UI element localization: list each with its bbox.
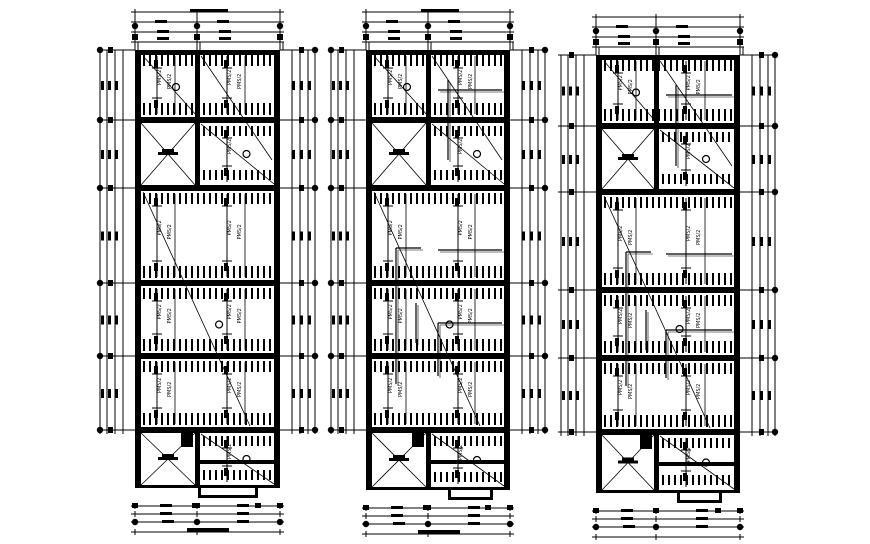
rebar-label: PMS/2	[628, 313, 634, 328]
stair-opening	[140, 122, 196, 186]
rebar-label: PMS/2	[398, 308, 404, 323]
rebar-label: PMS/2	[628, 384, 634, 399]
rebar-label: PMS/2	[696, 313, 702, 328]
rebar-label: PMS/2	[227, 139, 233, 154]
slab-span-diagonals	[373, 55, 505, 487]
beams	[596, 55, 740, 503]
rebar-label: PMS/2	[237, 382, 243, 397]
rebar-label: PMS/2	[237, 308, 243, 323]
rebar-label: PMS/2	[458, 139, 464, 154]
rebar-label: PMS/2	[458, 220, 464, 235]
rebar-label: PMS/2	[686, 309, 692, 324]
rebar-label: PMS/2	[398, 224, 404, 239]
rebar-label: PMS/2	[686, 144, 692, 159]
rebar-label: PMS/2	[468, 382, 474, 397]
rebar-label: PMS/2	[468, 308, 474, 323]
rebar-label: PMS/2	[157, 220, 163, 235]
dimension-lines-top	[592, 14, 744, 55]
slab-span-diagonals	[603, 60, 735, 490]
grid-line-markers	[327, 46, 549, 434]
stair-opening	[601, 128, 655, 190]
rebar-label: PMS/2	[696, 384, 702, 399]
rebar-label: PMS/2	[618, 75, 624, 90]
rebar-label: PMS/2	[696, 230, 702, 245]
rebar-label: PMS/2	[388, 378, 394, 393]
rebar-label: PMS/2	[227, 220, 233, 235]
dimension-lines-top	[362, 9, 514, 50]
rebar-label: PMS/2	[167, 74, 173, 89]
rebar-label: PMS/2	[157, 70, 163, 85]
dimension-lines-bottom	[592, 508, 744, 540]
rebar-label: PMS/2	[237, 224, 243, 239]
rebar-label: PMS/2	[696, 79, 702, 94]
rebar-label: PMS/2	[167, 308, 173, 323]
rebar-label: PMS/2	[618, 380, 624, 395]
rebar-label: PMS/2	[388, 70, 394, 85]
rebar-label: PMS/2	[686, 447, 692, 462]
beams	[135, 50, 280, 498]
dimension-lines-bottom	[362, 505, 514, 537]
rebar-label: PMS/2	[167, 382, 173, 397]
rebar-label: PMS/2	[227, 304, 233, 319]
rebar-label: PMS/2	[468, 74, 474, 89]
rebar-label: PMS/2	[458, 70, 464, 85]
rebar-label: PMS/2	[458, 445, 464, 460]
rebar-label: PMS/2	[458, 304, 464, 319]
secondary-beams	[625, 85, 734, 388]
rebar-label: PMS/2	[618, 309, 624, 324]
stair-opening	[371, 122, 427, 186]
rebar-label: PMS/2	[628, 79, 634, 94]
rebar-label: PMS/2	[237, 74, 243, 89]
grid-line-markers	[96, 46, 319, 434]
rebar-label: PMS/2	[157, 378, 163, 393]
rebar-label: PMS/2	[686, 380, 692, 395]
grid-line-markers	[558, 51, 779, 436]
rebar-label: PMS/2	[468, 224, 474, 239]
rebar-label: PMS/2	[398, 74, 404, 89]
rebar-label: PMS/2	[227, 378, 233, 393]
rebar-label: PMS/2	[388, 220, 394, 235]
slab-span-diagonals	[142, 55, 275, 485]
dimension-lines-top	[131, 9, 284, 50]
rebar-label: PMS/2	[628, 230, 634, 245]
rebar-label: PMS/2	[618, 226, 624, 241]
rebar-label: PMS/2	[686, 75, 692, 90]
rebar-label: PMS/2	[227, 444, 233, 459]
secondary-beams	[395, 80, 504, 386]
rebar-label: PMS/2	[167, 224, 173, 239]
rebar-label: PMS/2	[686, 226, 692, 241]
rebar-label: PMS/2	[398, 382, 404, 397]
dimension-lines-bottom	[131, 503, 284, 535]
rebar-label: PMS/2	[388, 304, 394, 319]
rebar-label: PMS/2	[458, 378, 464, 393]
rebar-label: PMS/2	[227, 70, 233, 85]
rebar-label: PMS/2	[157, 304, 163, 319]
